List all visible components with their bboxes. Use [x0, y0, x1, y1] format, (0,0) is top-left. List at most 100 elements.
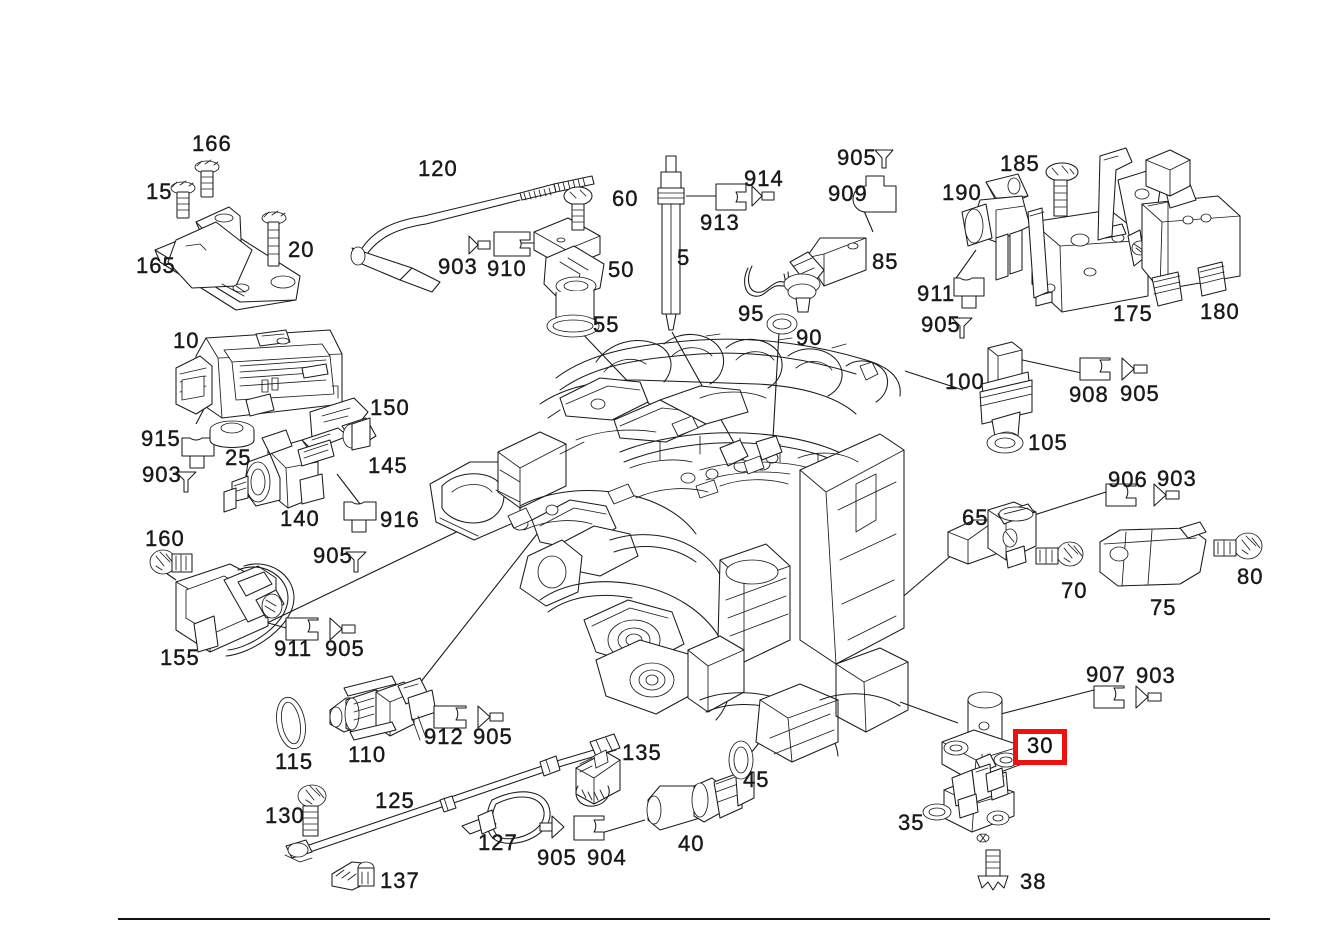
part-connector-910: [493, 231, 531, 257]
part-bolt-60: [563, 186, 593, 231]
part-connector-916: [343, 501, 377, 533]
part-connector-912: [433, 705, 467, 729]
highlighted-part-label-30[interactable]: 30: [1013, 729, 1068, 765]
part-label-110: 110: [348, 742, 387, 767]
part-label-55: 55: [593, 312, 620, 337]
part-label-909: 909: [828, 181, 868, 206]
part-label-140: 140: [280, 506, 320, 531]
part-label-45: 45: [743, 767, 770, 792]
part-label-125: 125: [375, 788, 415, 813]
part-label-903-d: 903: [1136, 663, 1176, 688]
part-label-904: 904: [587, 845, 627, 870]
part-connector-907: [1093, 685, 1125, 709]
part-plug-905-b: [951, 317, 973, 339]
part-label-905-b: 905: [921, 312, 961, 337]
part-connector-904: [573, 815, 605, 841]
part-plug-905-c: [345, 551, 367, 573]
part-connector-911-b: [285, 617, 319, 641]
part-clamp-135: [575, 749, 621, 807]
part-label-160: 160: [145, 526, 185, 551]
part-label-105: 105: [1028, 430, 1068, 455]
part-label-135: 135: [622, 740, 662, 765]
part-label-100: 100: [945, 369, 985, 394]
part-label-913: 913: [700, 210, 740, 235]
part-label-905-g: 905: [537, 845, 577, 870]
part-o-ring-115: [276, 696, 306, 750]
part-plug-914: [751, 185, 775, 207]
part-label-912: 912: [424, 724, 464, 749]
part-label-35: 35: [898, 810, 925, 835]
part-grommet-25: [209, 420, 255, 449]
part-plug-905-a: [874, 149, 894, 169]
part-clamp-127: [461, 791, 551, 844]
part-label-127: 127: [478, 830, 518, 855]
part-label-916: 916: [380, 507, 420, 532]
part-plug-905-e: [329, 617, 356, 641]
part-label-25: 25: [225, 445, 252, 470]
part-connector-911-a: [953, 277, 985, 309]
part-label-155: 155: [160, 645, 200, 670]
part-label-85: 85: [872, 249, 899, 274]
part-plug-903-d: [1135, 685, 1162, 709]
part-label-908: 908: [1069, 382, 1109, 407]
footer-divider: [118, 918, 1270, 920]
part-bolt-15: [170, 180, 196, 219]
part-sensor-110: [329, 675, 437, 741]
part-pump-30: [941, 691, 1023, 783]
part-glow-plug-5: [657, 155, 685, 331]
part-label-70: 70: [1061, 578, 1088, 603]
part-connector-915: [181, 437, 215, 469]
part-control-unit-10: [175, 329, 343, 419]
part-label-907: 907: [1086, 662, 1126, 687]
part-label-60: 60: [612, 186, 639, 211]
part-plug-903-b: [175, 471, 197, 493]
part-label-915: 915: [141, 426, 181, 451]
part-label-185: 185: [1000, 151, 1040, 176]
part-cover-75: [1099, 521, 1207, 587]
part-seal-45: [728, 740, 754, 780]
part-plug-903-a: [468, 235, 491, 255]
part-label-903-a: 903: [438, 254, 478, 279]
part-sensor-cable-120: [350, 175, 595, 293]
part-label-911-a: 911: [917, 281, 956, 306]
part-sensor-155: [175, 563, 295, 657]
part-plug-903-c: [1153, 483, 1180, 507]
part-dipstick-tube-125: [284, 733, 621, 863]
part-connector-906: [1105, 483, 1137, 507]
part-label-10: 10: [173, 328, 200, 353]
engine-assembly-drawing: [429, 333, 909, 763]
part-label-5: 5: [677, 245, 691, 270]
part-label-50: 50: [608, 257, 635, 282]
part-label-80: 80: [1237, 564, 1264, 589]
part-label-120: 120: [418, 156, 458, 181]
part-bolt-80: [1213, 532, 1263, 560]
part-bolt-166: [194, 159, 220, 198]
part-label-905-f: 905: [473, 724, 513, 749]
part-label-38: 38: [1020, 869, 1047, 894]
part-element-145: [341, 417, 377, 451]
part-valve-assembly-35: [943, 763, 1015, 843]
part-label-65: 65: [962, 505, 989, 530]
part-label-137: 137: [380, 868, 420, 893]
part-plug-905-d: [1121, 357, 1148, 381]
part-label-914: 914: [744, 166, 784, 191]
part-sensor-40: [646, 771, 755, 831]
part-o-ring-90: [766, 313, 798, 335]
part-bolt-20: [261, 210, 287, 267]
part-label-910: 910: [487, 256, 527, 281]
part-label-190: 190: [942, 180, 982, 205]
part-label-905-d: 905: [1120, 381, 1160, 406]
part-plug-905-f: [477, 705, 504, 729]
part-clip-95: [744, 265, 789, 297]
part-label-180: 180: [1200, 299, 1240, 324]
part-seal-105: [986, 432, 1024, 454]
part-temperature-sensor-100: [979, 341, 1033, 445]
part-o-ring-55: [546, 314, 600, 338]
part-label-95: 95: [738, 301, 765, 326]
part-label-145: 145: [368, 453, 408, 478]
part-connector-908: [1079, 357, 1111, 381]
part-label-905-a: 905: [837, 145, 877, 170]
part-bolt-70: [1035, 541, 1084, 567]
